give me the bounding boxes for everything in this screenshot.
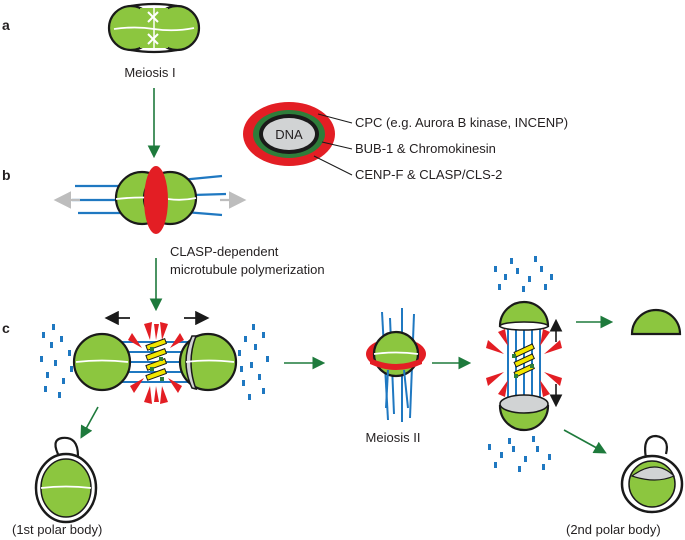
egg-chromosome <box>630 308 682 336</box>
sister-chromatid-top <box>498 300 550 328</box>
first-polar-body <box>34 436 98 524</box>
panel-label-c: c <box>2 320 10 336</box>
panel-label-a: a <box>2 17 10 33</box>
arrow-to-1st-polar-body <box>80 406 99 439</box>
panel-label-b: b <box>2 167 11 183</box>
second-polar-body <box>620 434 684 514</box>
separating-homolog-right <box>178 332 238 392</box>
chiasma-cross-icon <box>147 11 159 45</box>
separating-homolog-left <box>72 332 132 392</box>
meiosis-1-label: Meiosis I <box>124 65 175 80</box>
bivalent-chromosome <box>107 2 201 54</box>
first-polar-body-label: (1st polar body) <box>12 522 102 537</box>
clasp-label-line-1: CLASP-dependent <box>170 244 279 259</box>
arrow-to-2nd-polar-body <box>563 429 607 454</box>
anaphase-1-spindle <box>40 310 269 404</box>
clasp-label-line-2: microtubule polymerization <box>170 262 325 277</box>
legend: DNA CPC (e.g. Aurora B kinase, INCENP) B… <box>243 102 568 182</box>
legend-dna <box>263 118 315 150</box>
legend-dna-label: DNA <box>275 127 303 142</box>
second-polar-body-label: (2nd polar body) <box>566 522 661 537</box>
anaphase-2-spindle <box>486 256 563 472</box>
metaphase-1-spindle <box>53 166 247 234</box>
meiosis-2-spindle <box>366 308 426 422</box>
meiosis-2-label: Meiosis II <box>366 430 421 445</box>
legend-item-cpc: CPC (e.g. Aurora B kinase, INCENP) <box>355 115 568 130</box>
cpc-ring <box>144 166 168 234</box>
legend-item-clasp: CENP-F & CLASP/CLS-2 <box>355 167 502 182</box>
legend-item-bub: BUB-1 & Chromokinesin <box>355 141 496 156</box>
